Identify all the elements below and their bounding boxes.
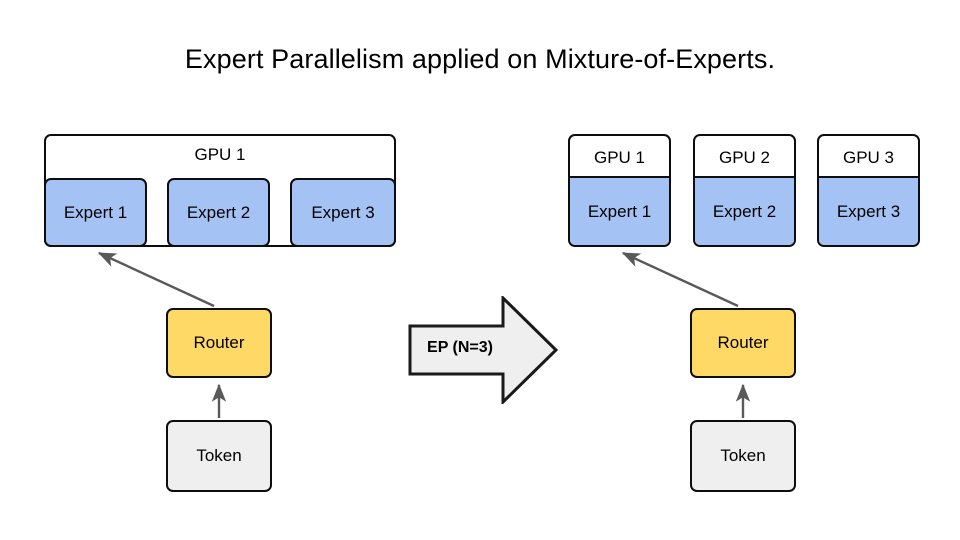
- right-arrow-icon: [408, 294, 559, 406]
- left-gpu-label: GPU 1: [194, 145, 246, 164]
- right-token[interactable]: Token: [690, 420, 796, 492]
- left-expert-1-label: Expert 1: [63, 202, 128, 222]
- left-router-to-expert-arrow: [97, 251, 215, 308]
- right-gpu-3-label: GPU 3: [842, 147, 895, 167]
- right-expert-3[interactable]: Expert 3: [819, 176, 918, 245]
- right-gpu-1-label: GPU 1: [593, 147, 646, 167]
- right-gpu-2[interactable]: GPU 2 Expert 2: [693, 134, 796, 247]
- right-router-label: Router: [717, 333, 769, 352]
- right-gpu-3[interactable]: GPU 3 Expert 3: [817, 134, 920, 247]
- right-router[interactable]: Router: [690, 308, 796, 378]
- left-token[interactable]: Token: [166, 420, 272, 492]
- ep-transform-label: EP (N=3): [427, 339, 493, 356]
- left-router[interactable]: Router: [166, 308, 272, 378]
- right-expert-1[interactable]: Expert 1: [570, 176, 669, 245]
- right-gpu-1[interactable]: GPU 1 Expert 1: [568, 134, 671, 247]
- ep-transform-arrow: EP (N=3): [408, 294, 559, 406]
- page-title: Expert Parallelism applied on Mixture-of…: [184, 44, 776, 74]
- right-expert-2[interactable]: Expert 2: [695, 176, 794, 245]
- left-token-label: Token: [196, 446, 242, 465]
- right-token-label: Token: [720, 446, 766, 465]
- left-expert-3[interactable]: Expert 3: [290, 178, 396, 247]
- right-gpu-2-label: GPU 2: [718, 147, 771, 167]
- left-expert-3-label: Expert 3: [311, 202, 375, 222]
- left-expert-1[interactable]: Expert 1: [44, 178, 147, 247]
- right-router-to-expert-arrow: [621, 251, 739, 308]
- left-expert-2-label: Expert 2: [186, 202, 251, 222]
- left-router-label: Router: [193, 333, 245, 352]
- left-expert-2[interactable]: Expert 2: [167, 178, 270, 247]
